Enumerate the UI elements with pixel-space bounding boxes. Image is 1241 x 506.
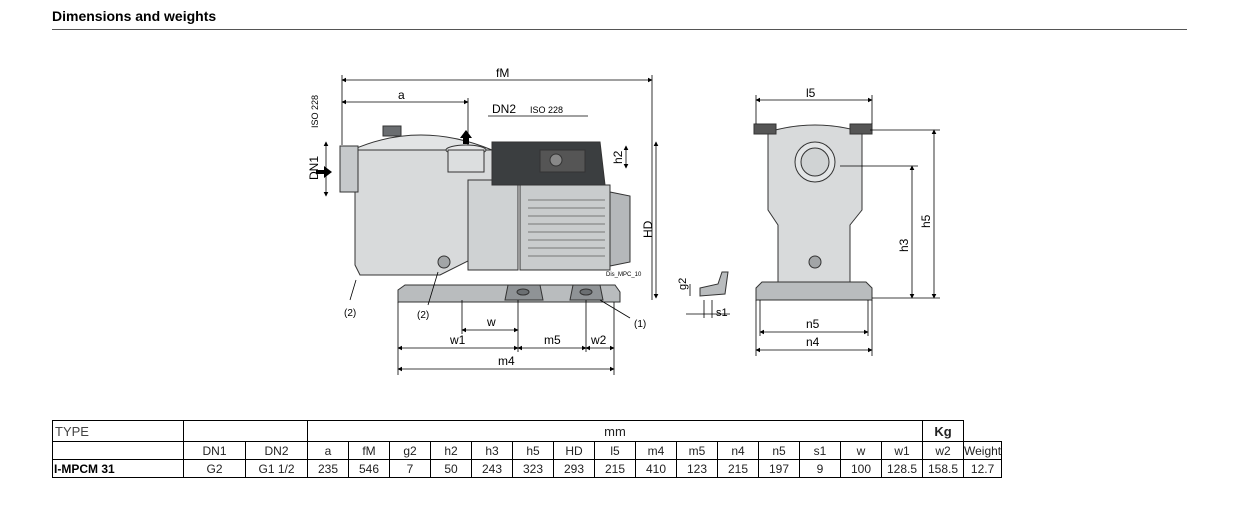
column-header-w2: w2 — [922, 441, 964, 460]
label-fM: fM — [496, 66, 509, 80]
label-iso-left: ISO 228 — [310, 95, 320, 128]
label-DN2: DN2 — [492, 102, 516, 116]
label-w: w — [486, 315, 496, 329]
page-title: Dimensions and weights — [52, 8, 217, 24]
label-a: a — [398, 88, 405, 102]
table-cell-w1: 128.5 — [881, 459, 923, 478]
column-header-hd: HD — [553, 441, 595, 460]
column-header-fm: fM — [348, 441, 390, 460]
table-cell-m4: 410 — [635, 459, 677, 478]
label-note2-mid: (2) — [417, 310, 429, 321]
column-header-dn1: DN1 — [183, 441, 246, 460]
table-cell-dn1: G2 — [183, 459, 246, 478]
pump-front-view — [753, 123, 873, 301]
label-g2: g2 — [677, 278, 689, 290]
column-header-w: w — [840, 441, 882, 460]
label-ref: Dis_MPC_10 — [606, 272, 642, 278]
label-h2: h2 — [611, 150, 625, 164]
column-header-m4: m4 — [635, 441, 677, 460]
column-header-l5: l5 — [594, 441, 636, 460]
label-s1: s1 — [716, 307, 728, 319]
label-l5: l5 — [806, 86, 816, 100]
column-header-a: a — [307, 441, 349, 460]
column-header-h3: h3 — [471, 441, 513, 460]
table-cell-hd: 293 — [553, 459, 595, 478]
table-cell-dn2: G1 1/2 — [245, 459, 308, 478]
label-n5: n5 — [806, 317, 820, 331]
table-cell-h5: 323 — [512, 459, 554, 478]
column-header-dn2: DN2 — [245, 441, 308, 460]
label-note1: (1) — [634, 319, 646, 330]
type-header: TYPE — [52, 420, 184, 442]
dimension-drawing: fM a DN2 ISO 228 ISO 228 DN1 h2 HD Dis_M… — [307, 66, 940, 375]
column-header-h5: h5 — [512, 441, 554, 460]
table-cell-n5: 197 — [758, 459, 800, 478]
column-header-h2: h2 — [430, 441, 472, 460]
column-header-w1: w1 — [881, 441, 923, 460]
table-cell-fm: 546 — [348, 459, 390, 478]
table-cell-n4: 215 — [717, 459, 759, 478]
column-header-s1: s1 — [799, 441, 841, 460]
label-m4: m4 — [498, 354, 515, 368]
header-blank — [183, 420, 308, 442]
unit-kg-header: Kg — [922, 420, 964, 442]
table-cell-w2: 158.5 — [922, 459, 964, 478]
column-header-blank — [52, 441, 184, 460]
table-cell-w: 100 — [840, 459, 882, 478]
label-DN1: DN1 — [307, 156, 321, 180]
label-h3: h3 — [897, 238, 911, 252]
label-iso-top: ISO 228 — [530, 105, 563, 115]
pump-side-view — [339, 125, 631, 303]
column-header-n4: n4 — [717, 441, 759, 460]
label-note2-left: (2) — [344, 308, 356, 319]
label-m5: m5 — [544, 333, 561, 347]
table-cell-l5: 215 — [594, 459, 636, 478]
foot-detail — [686, 271, 730, 318]
table-cell-weight: 12.7 — [962, 459, 1003, 478]
table-cell-h3: 243 — [471, 459, 513, 478]
label-n4: n4 — [806, 335, 820, 349]
title-rule — [52, 29, 1187, 30]
label-w1: w1 — [449, 333, 466, 347]
label-HD: HD — [641, 220, 655, 238]
table-cell-a: 235 — [307, 459, 349, 478]
label-w2: w2 — [590, 333, 607, 347]
table-cell-m5: 123 — [676, 459, 718, 478]
label-h5: h5 — [919, 214, 933, 228]
table-cell-s1: 9 — [799, 459, 841, 478]
unit-mm-header: mm — [307, 420, 923, 442]
column-header-weight: Weight — [962, 441, 1003, 460]
table-cell-h2: 50 — [430, 459, 472, 478]
model-cell: I-MPCM 31 — [52, 459, 184, 478]
column-header-m5: m5 — [676, 441, 718, 460]
column-header-n5: n5 — [758, 441, 800, 460]
column-header-g2: g2 — [389, 441, 431, 460]
table-cell-g2: 7 — [389, 459, 431, 478]
